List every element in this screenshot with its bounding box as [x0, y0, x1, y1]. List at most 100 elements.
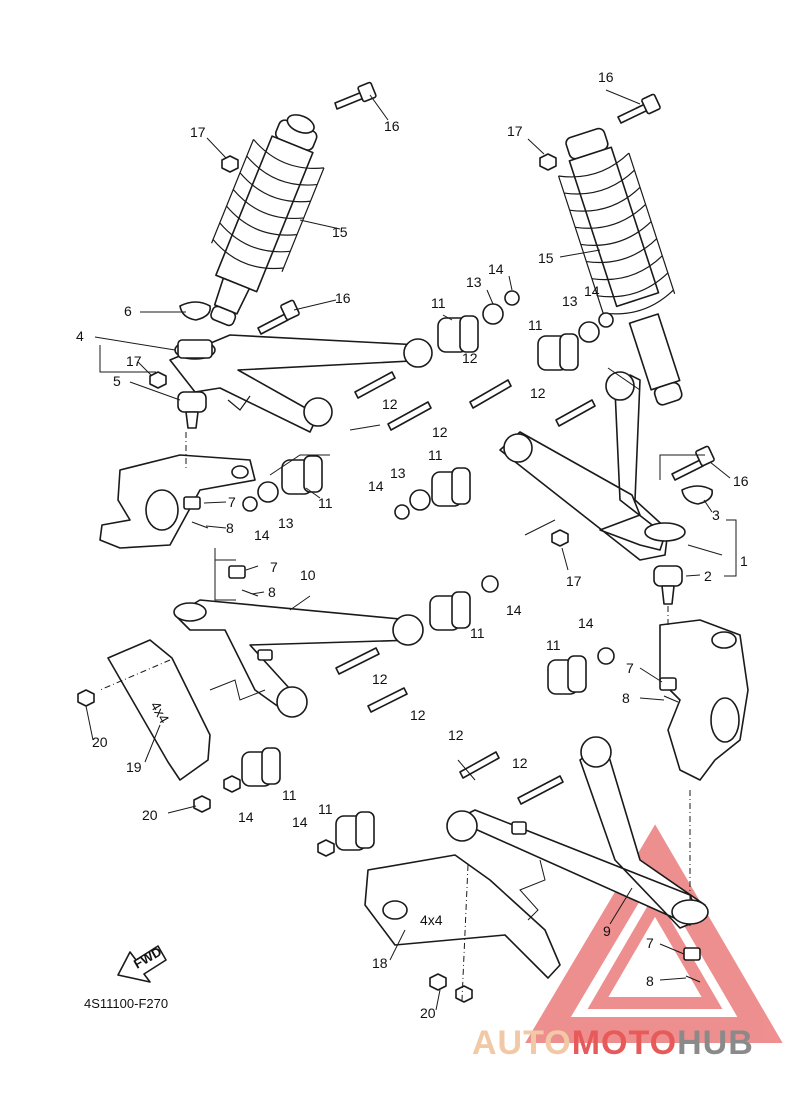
callout-7-d: 7 [646, 935, 654, 951]
castle-nuts-7 [183, 496, 701, 961]
callout-11-f: 11 [546, 637, 561, 653]
callout-8-c: 8 [622, 690, 630, 706]
watermark-part-2: MOTO [572, 1024, 677, 1062]
bolts-20 [77, 689, 473, 1003]
callout-9: 9 [603, 923, 611, 939]
assembly-lines [99, 345, 737, 1001]
nut-17-b [539, 153, 557, 171]
right-shock-absorber [557, 127, 683, 406]
callout-11-h: 11 [318, 801, 333, 817]
callout-16-a: 16 [384, 118, 400, 134]
nut-17-a [221, 155, 239, 173]
callout-15-a: 15 [332, 224, 348, 240]
callout-12-e: 12 [372, 671, 388, 687]
callout-17-a: 17 [190, 124, 206, 140]
callout-2: 2 [704, 568, 712, 584]
callout-18: 18 [372, 955, 388, 971]
callout-5: 5 [113, 373, 121, 389]
upper-right-a-arm [499, 371, 686, 561]
fwd-arrow-icon: FWD [117, 944, 167, 983]
callout-15-b: 15 [538, 250, 554, 266]
bushing-set-lower-right-front [547, 647, 615, 695]
callout-14-a: 14 [488, 261, 504, 277]
bolt-16-mid-right [671, 445, 715, 481]
bushing-set-upper-right-rear [394, 467, 471, 520]
callout-19: 19 [126, 759, 142, 775]
callout-10: 10 [300, 567, 316, 583]
callout-17-d: 17 [566, 573, 582, 589]
callout-1: 1 [740, 553, 748, 569]
upper-left-a-arm [169, 334, 433, 433]
callout-17-c: 17 [126, 353, 142, 369]
callout-3: 3 [712, 507, 720, 523]
callout-13-b: 13 [562, 293, 578, 309]
callout-12-h: 12 [512, 755, 528, 771]
callout-7-a: 7 [228, 494, 236, 510]
bolts-12 [335, 371, 596, 805]
callout-11-e: 11 [470, 625, 485, 641]
callout-7-c: 7 [626, 660, 634, 676]
ball-joint-2 [653, 565, 683, 605]
callout-14-h: 14 [292, 814, 308, 830]
callout-12-b: 12 [382, 396, 398, 412]
callout-8-d: 8 [646, 973, 654, 989]
svg-text:AUTOMOTOHUB: AUTOMOTOHUB [472, 1024, 754, 1062]
watermark-text: AUTOMOTOHUB [472, 1024, 754, 1062]
ball-joint-5 [177, 391, 207, 429]
bushing-set-lower-right-rear [317, 811, 375, 857]
callout-16-b: 16 [598, 69, 614, 85]
callout-11-a: 11 [431, 295, 446, 311]
callout-14-g: 14 [238, 809, 254, 825]
callout-13-a: 13 [466, 274, 482, 290]
callout-7-b: 7 [270, 559, 278, 575]
callout-12-f: 12 [410, 707, 426, 723]
callout-14-b: 14 [584, 283, 600, 299]
callout-11-g: 11 [282, 787, 297, 803]
bushing-set-upper-left-front [437, 290, 520, 353]
callout-14-d: 14 [368, 478, 384, 494]
callout-11-d: 11 [428, 447, 443, 463]
left-shock-absorber [210, 114, 325, 327]
bolt-16-mid-left [257, 299, 300, 335]
guard-19: 4x4 [107, 639, 211, 781]
callout-leaders [85, 89, 731, 1011]
right-steering-knuckle [659, 619, 749, 781]
nut-17-c [149, 371, 167, 389]
bolt-16-top-right [617, 93, 661, 124]
callout-11-c: 11 [318, 495, 333, 511]
cotter-pins-8 [191, 521, 701, 983]
callout-8-b: 8 [268, 584, 276, 600]
callout-6: 6 [124, 303, 132, 319]
drawing-code: 4S11100-F270 [84, 996, 168, 1011]
watermark-part-1: AUTO [472, 1024, 572, 1062]
callout-14-e: 14 [506, 602, 522, 618]
watermark-part-3: HUB [677, 1024, 754, 1062]
callout-20-b: 20 [142, 807, 158, 823]
bushing-set-lower-left-front [429, 575, 499, 631]
lower-left-a-arm [173, 599, 424, 718]
callout-16-c: 16 [335, 290, 351, 306]
callout-12-d: 12 [530, 385, 546, 401]
nut-17-d [551, 529, 569, 547]
callout-14-c: 14 [254, 527, 270, 543]
circlip-3 [681, 485, 714, 505]
callout-13-c: 13 [278, 515, 294, 531]
bushing-set-lower-left-rear [223, 747, 281, 793]
left-steering-knuckle [99, 454, 256, 549]
callout-13-d: 13 [390, 465, 406, 481]
guard-18-stamp: 4x4 [420, 912, 443, 928]
bushing-set-upper-right-front [537, 312, 614, 371]
callout-8-a: 8 [226, 520, 234, 536]
callout-16-d: 16 [733, 473, 749, 489]
circlip-6 [179, 301, 212, 321]
callout-17-b: 17 [507, 123, 523, 139]
callout-12-c: 12 [432, 424, 448, 440]
callout-14-f: 14 [578, 615, 594, 631]
bushing-set-upper-left-rear [242, 455, 323, 512]
callout-12-a: 12 [462, 350, 478, 366]
callout-20-a: 20 [92, 734, 108, 750]
guard-18: 4x4 [364, 854, 561, 979]
callout-12-g: 12 [448, 727, 464, 743]
callout-numbers: 1 2 3 4 5 6 7 7 7 7 8 8 8 8 9 10 11 11 1… [76, 69, 749, 1021]
